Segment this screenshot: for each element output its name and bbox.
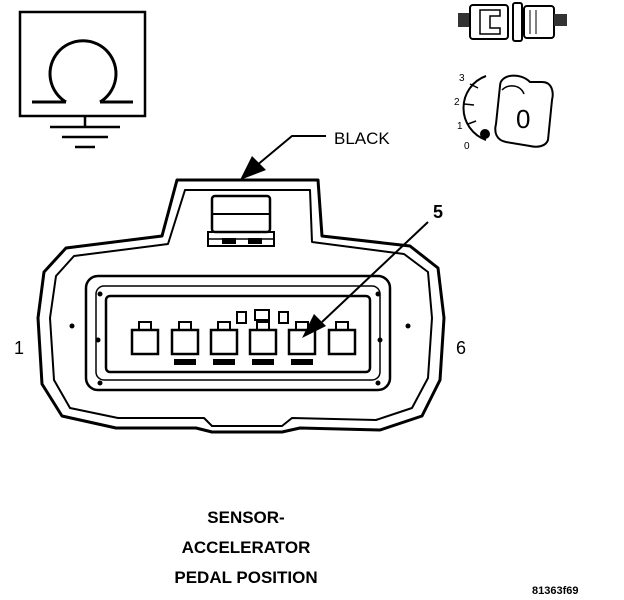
cavity-5 — [287, 321, 317, 365]
title-line-2: ACCELERATOR — [182, 538, 311, 557]
ground-symbol-icon — [18, 10, 147, 149]
cavity-2 — [170, 321, 200, 365]
key-position-0: 0 — [464, 141, 470, 152]
title-line-3: PEDAL POSITION — [174, 568, 317, 587]
pin-first-label: 1 — [14, 338, 24, 358]
cavity-6 — [327, 321, 357, 356]
connector-housing — [36, 178, 446, 434]
figure-id: 81363f69 — [532, 585, 579, 597]
cavity-3 — [209, 321, 239, 365]
key-position-1: 1 — [457, 121, 463, 132]
cavity-4 — [248, 321, 278, 365]
pin-callout-arrow — [302, 221, 429, 338]
wire-color-label: BLACK — [334, 129, 390, 148]
pin-last-label: 6 — [456, 338, 466, 358]
key-position-2: 2 — [454, 97, 460, 108]
key-position-3: 3 — [459, 73, 465, 84]
connector-plug-icon — [458, 2, 567, 42]
key-mark-label: 0 — [516, 104, 530, 134]
cavity-1 — [130, 321, 160, 356]
color-leader-arrow — [240, 135, 326, 180]
title-line-1: SENSOR- — [207, 508, 284, 527]
key-switch-icon: 3 2 1 0 0 — [454, 73, 554, 152]
pin-callout-label: 5 — [433, 202, 443, 222]
